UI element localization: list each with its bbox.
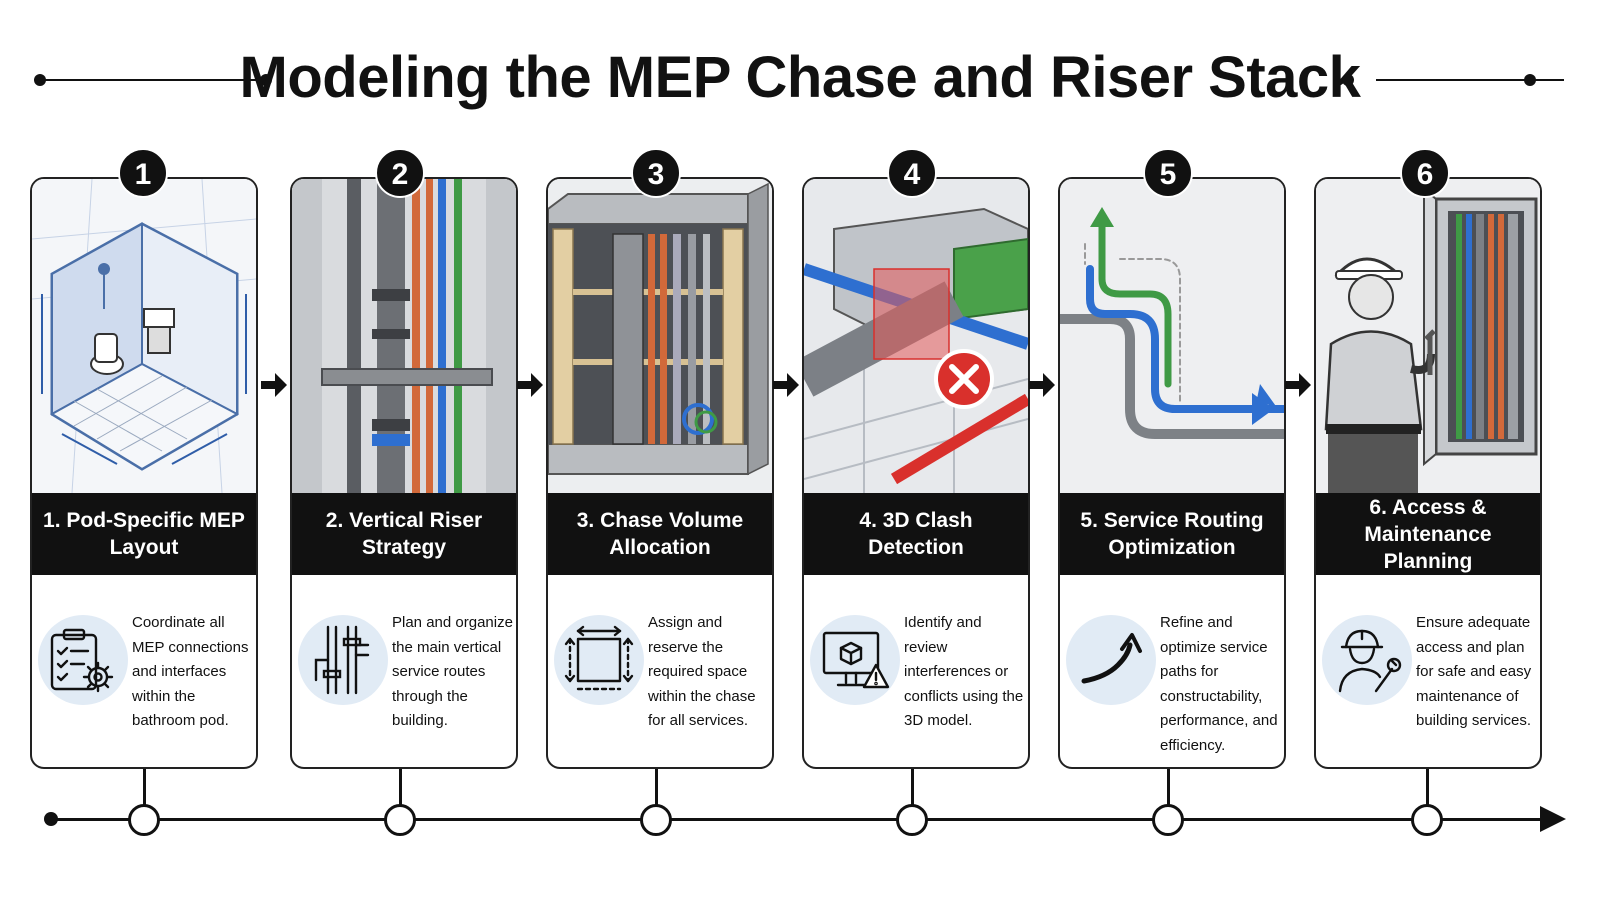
step-description: Refine and optimize service paths for co… [1160,614,1278,754]
flow-arrow-icon [1029,373,1055,397]
step-card-3: 3. Chase Volume Allocation Assign and re… [546,177,774,769]
title-rule-left-dot-outer [34,74,46,86]
timeline-node-1 [128,804,160,836]
step-description: Assign and reserve the required space wi… [648,614,756,729]
step-number-badge-6: 6 [1400,148,1450,198]
step-heading: 4. 3D Clash Detection [804,493,1028,575]
step-card-1: 1. Pod-Specific MEP Layout Coordinate al… [30,177,258,769]
timeline-connector [911,769,914,819]
timeline-node-4 [896,804,928,836]
timeline-connector [399,769,402,819]
step-body: Coordinate all MEP connections and inter… [32,575,256,767]
step-number-badge-1: 1 [118,148,168,198]
step-card-6: 6. Access & Maintenance Planning Ensure … [1314,177,1542,769]
service-routing-illustration [1060,179,1284,493]
step-heading: 5. Service Routing Optimization [1060,493,1284,575]
title-rule-left-dot-inner [260,74,272,86]
checklist-gear-icon [38,615,128,705]
worker-wrench-icon [1322,615,1412,705]
volume-box-icon [554,615,644,705]
step-heading: 2. Vertical Riser Strategy [292,493,516,575]
vertical-pipes-icon [298,615,388,705]
bathroom-pod-illustration [32,179,256,493]
timeline-connector [1167,769,1170,819]
step-card-2: 2. Vertical Riser Strategy Plan and orga… [290,177,518,769]
access-maintenance-illustration [1316,179,1540,493]
step-card-4: 4. 3D Clash Detection Identify and revie… [802,177,1030,769]
step-number-badge-2: 2 [375,148,425,198]
step-description: Plan and organize the main vertical serv… [392,614,513,729]
step-description: Coordinate all MEP connections and inter… [132,614,249,729]
step-body: Refine and optimize service paths for co… [1060,575,1284,767]
clash-detection-illustration [804,179,1028,493]
flow-arrow-icon [261,373,287,397]
step-number-badge-4: 4 [887,148,937,198]
timeline-node-2 [384,804,416,836]
step-body: Ensure adequate access and plan for safe… [1316,575,1540,767]
timeline-node-6 [1411,804,1443,836]
title-rule-left [40,79,268,81]
step-number-badge-3: 3 [631,148,681,198]
timeline-axis [52,818,1560,821]
page-title: Modeling the MEP Chase and Riser Stack [239,45,1361,110]
step-card-5: 5. Service Routing Optimization Refine a… [1058,177,1286,769]
step-description: Ensure adequate access and plan for safe… [1416,614,1532,729]
title-rule-right-dot-outer [1524,74,1536,86]
timeline-node-5 [1152,804,1184,836]
step-description: Identify and review interferences or con… [904,614,1024,729]
step-heading: 6. Access & Maintenance Planning [1316,493,1540,575]
timeline-node-3 [640,804,672,836]
vertical-riser-illustration [292,179,516,493]
timeline-connector [655,769,658,819]
step-body: Plan and organize the main vertical serv… [292,575,516,767]
step-body: Assign and reserve the required space wi… [548,575,772,767]
title-rule-right-dot-inner [1342,74,1354,86]
title-rule-right [1376,79,1564,81]
step-heading: 3. Chase Volume Allocation [548,493,772,575]
flow-arrow-icon [1285,373,1311,397]
timeline-start-dot [44,812,58,826]
timeline-connector [143,769,146,819]
flow-arrow-icon [773,373,799,397]
curved-arrow-icon [1066,615,1156,705]
timeline-arrowhead-icon [1540,806,1566,832]
step-body: Identify and review interferences or con… [804,575,1028,767]
chase-volume-illustration [548,179,772,493]
step-heading: 1. Pod-Specific MEP Layout [32,493,256,575]
step-number-badge-5: 5 [1143,148,1193,198]
timeline-connector [1426,769,1429,819]
monitor-warning-icon [810,615,900,705]
flow-arrow-icon [517,373,543,397]
title-bar: Modeling the MEP Chase and Riser Stack [0,38,1600,118]
